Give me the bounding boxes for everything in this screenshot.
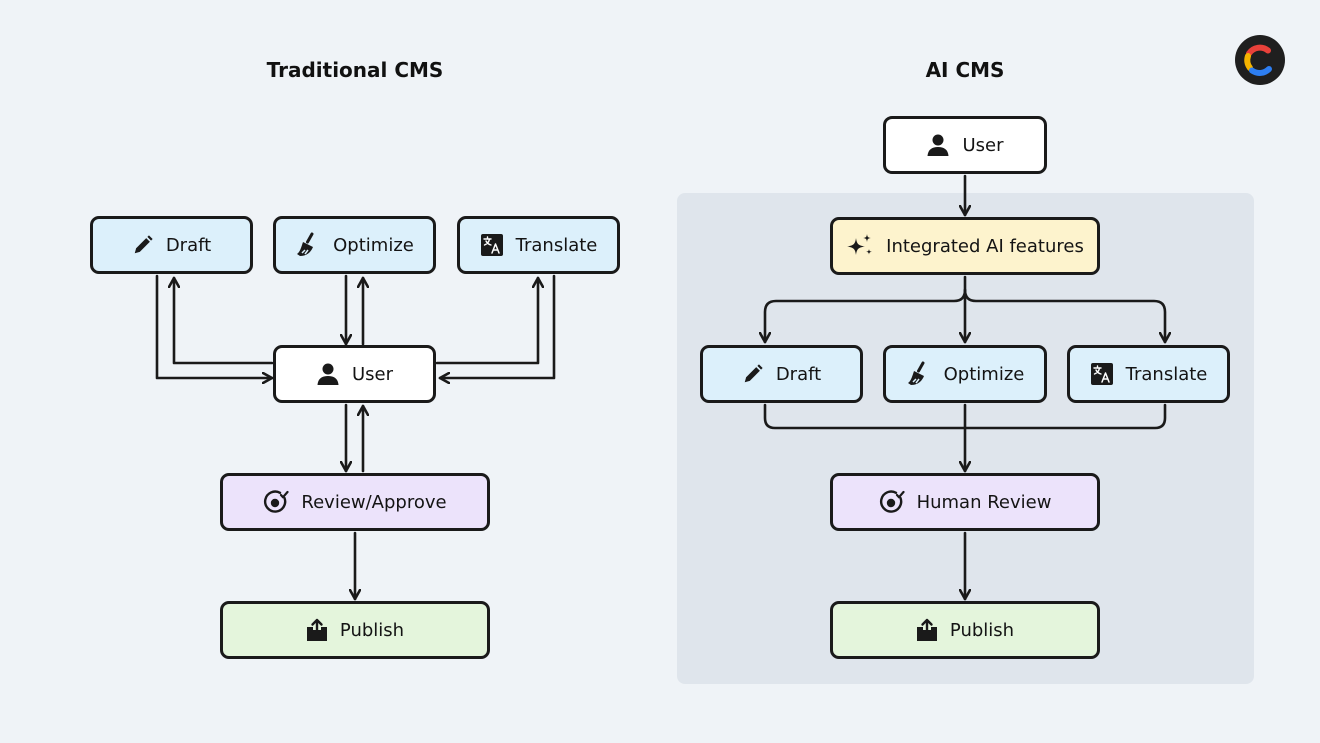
ai-optimize-node: Optimize — [883, 345, 1047, 403]
person-icon — [927, 134, 949, 156]
trad-optimize-label: Optimize — [333, 234, 414, 256]
ai-review-node: Human Review — [830, 473, 1100, 531]
upload-icon — [306, 618, 327, 641]
traditional-cms-title: Traditional CMS — [266, 58, 444, 82]
ai-user-node: User — [883, 116, 1047, 174]
trad-draft-label: Draft — [165, 234, 212, 256]
ai-publish-node: Publish — [830, 601, 1100, 659]
broom-icon — [907, 361, 925, 385]
ai-translate-node: Translate — [1067, 345, 1230, 403]
trad-user-node: User — [273, 345, 436, 403]
trad-optimize-node: Optimize — [273, 216, 436, 274]
pencil-icon — [134, 235, 153, 254]
ai-publish-label: Publish — [949, 619, 1015, 641]
translate-icon — [480, 234, 503, 256]
trad-translate-label: Translate — [515, 234, 598, 256]
ai-optimize-label: Optimize — [943, 363, 1025, 385]
ai-draft-node: Draft — [700, 345, 863, 403]
ai-draft-label: Draft — [775, 363, 822, 385]
translate-to-user-arrow — [438, 274, 556, 378]
ai-integrated-node: Integrated AI features — [830, 217, 1100, 275]
ai-integrated-label: Integrated AI features — [886, 235, 1084, 257]
trad-translate-node: Translate — [457, 216, 620, 274]
ai-review-label: Human Review — [916, 491, 1052, 513]
integrated-to-translate-arrow — [963, 288, 1165, 344]
translate-icon — [1090, 363, 1113, 385]
review-check-icon — [264, 490, 289, 513]
trad-publish-label: Publish — [339, 619, 405, 641]
integrated-split-line — [765, 275, 967, 344]
trad-publish-node: Publish — [220, 601, 490, 659]
sparkles-icon — [847, 234, 873, 255]
trad-review-label: Review/Approve — [301, 491, 447, 513]
user-to-draft-arrow — [174, 276, 274, 365]
ai-translate-label: Translate — [1125, 363, 1208, 385]
user-to-translate-arrow — [435, 276, 538, 365]
c-logo-icon — [1235, 35, 1285, 85]
ai-cms-title: AI CMS — [925, 58, 1005, 82]
trad-draft-node: Draft — [90, 216, 253, 274]
trad-user-label: User — [351, 363, 394, 385]
draft-to-user-arrow — [155, 274, 274, 378]
broom-icon — [297, 232, 314, 256]
review-check-icon — [879, 490, 905, 513]
pencil-icon — [744, 364, 763, 383]
ai-user-label: User — [962, 134, 1004, 156]
person-icon — [317, 363, 339, 385]
trad-review-node: Review/Approve — [220, 473, 490, 531]
upload-icon — [916, 618, 937, 641]
